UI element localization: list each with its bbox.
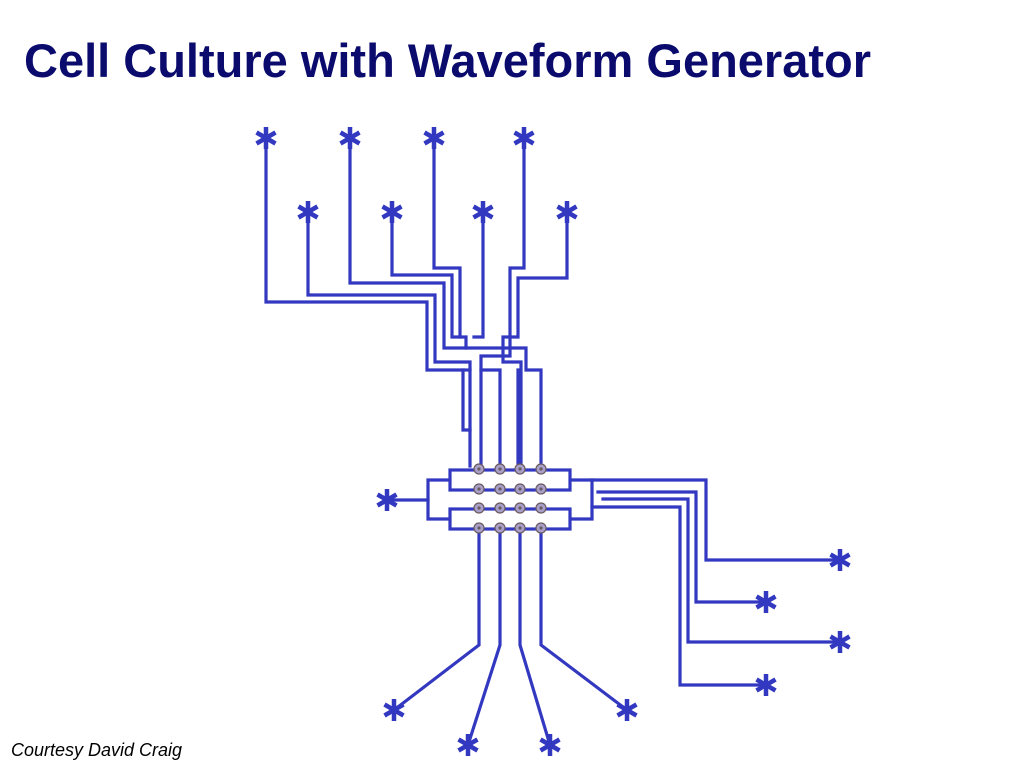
electrode-traces (264, 136, 842, 748)
trace-right-e (590, 505, 768, 687)
trace-top-g (479, 136, 526, 468)
trace-left-reference (385, 478, 452, 502)
contact-pad-icon (755, 591, 777, 613)
credit-caption: Courtesy David Craig (11, 740, 183, 760)
trace-top-a (264, 136, 472, 468)
contact-pad-icon (381, 201, 403, 223)
contact-pad-icon (829, 631, 851, 653)
electrode-site (535, 522, 547, 534)
trace-right-a (568, 478, 594, 521)
contact-pad-icon (423, 127, 445, 149)
electrode-site (514, 463, 526, 475)
trace-right-b (590, 478, 842, 562)
contact-pad-icon (339, 127, 361, 149)
trace-top-b (306, 210, 472, 432)
contact-pad-icon (255, 127, 277, 149)
contact-pads (255, 127, 851, 756)
culture-chambers (448, 468, 572, 531)
trace-bottom-a (391, 526, 481, 713)
contact-pad-icon (616, 699, 638, 721)
electrode-site (514, 522, 526, 534)
contact-pad-icon (383, 699, 405, 721)
contact-pad-icon (513, 127, 535, 149)
trace-top-e (432, 136, 462, 339)
electrode-site (473, 502, 485, 514)
electrode-site (514, 483, 526, 495)
contact-pad-icon (457, 734, 479, 756)
contact-pad-icon (539, 734, 561, 756)
culture-chamber-upper (448, 468, 572, 492)
electrode-site (494, 483, 506, 495)
electrode-site (535, 483, 547, 495)
trace-bottom-d (539, 526, 630, 713)
contact-pad-icon (297, 201, 319, 223)
electrode-site (535, 502, 547, 514)
contact-pad-icon (556, 201, 578, 223)
electrode-site (473, 463, 485, 475)
page-title: Cell Culture with Waveform Generator (24, 34, 872, 87)
contact-pad-icon (472, 201, 494, 223)
electrode-site (514, 502, 526, 514)
trace-top-c (348, 136, 543, 468)
trace-top-d (390, 210, 468, 350)
trace-bottom-c (518, 526, 552, 747)
trace-right-c (596, 490, 768, 604)
contact-pad-icon (755, 674, 777, 696)
trace-top-f (472, 210, 485, 339)
trace-top-h (501, 210, 569, 468)
electrode-site (494, 522, 506, 534)
electrode-site (535, 463, 547, 475)
trace-right-d (601, 497, 842, 644)
trace-left-reference-b (426, 498, 452, 521)
culture-chamber-lower (448, 507, 572, 531)
electrode-site (473, 522, 485, 534)
contact-pad-icon (376, 489, 398, 511)
trace-bottom-b (465, 526, 502, 748)
electrode-site (494, 463, 506, 475)
electrode-site (494, 502, 506, 514)
electrode-site (473, 483, 485, 495)
electrode-grid (473, 463, 547, 534)
contact-pad-icon (829, 549, 851, 571)
